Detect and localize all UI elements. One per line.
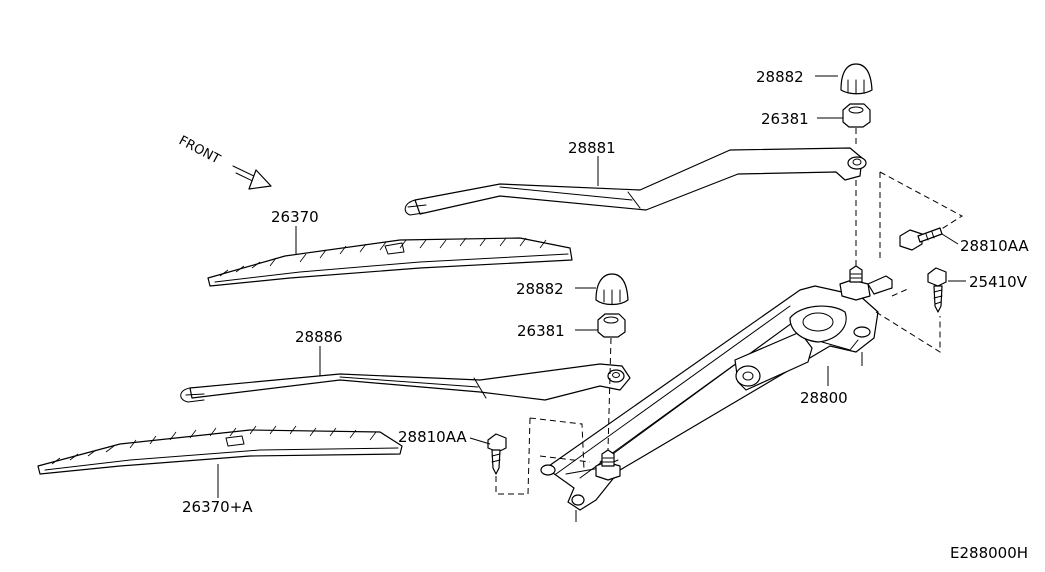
front-direction-indicator: FRONT — [176, 133, 272, 190]
callout-screw: 25410V — [969, 273, 1028, 291]
arm-pivot-upper — [847, 156, 867, 170]
front-label: FRONT — [176, 133, 222, 167]
wiper-arm-upper — [404, 147, 867, 216]
assembly-guide-lines — [495, 128, 963, 495]
part-number-labels: 28882 26381 28881 26370 28810AA 25410V 2… — [182, 68, 1029, 562]
mounting-bolt-upper — [899, 227, 943, 251]
pivot-nut-lower — [597, 313, 626, 338]
diagram-id-code: E288000H — [950, 544, 1028, 562]
wiper-blade-lower — [37, 425, 403, 475]
callout-nut-lower: 26381 — [517, 322, 565, 340]
pivot-shaft-lower — [595, 449, 621, 481]
callout-nut-upper: 26381 — [761, 110, 809, 128]
pivot-cap-lower — [595, 273, 629, 306]
mounting-screw — [927, 267, 947, 313]
callout-leaders — [217, 75, 966, 522]
callout-cap-upper: 28882 — [756, 68, 804, 86]
wiper-linkage-motor-assembly — [540, 285, 879, 511]
mounting-bolt-lower — [487, 433, 507, 475]
front-arrow-icon — [232, 165, 272, 190]
arm-pivot-lower — [607, 369, 625, 383]
pivot-cap-upper — [840, 63, 873, 95]
callout-arm-upper: 28881 — [568, 139, 616, 157]
pivot-nut-upper — [842, 103, 871, 128]
wiper-arm-lower — [180, 363, 631, 403]
wiper-blade-upper — [207, 237, 573, 287]
callout-linkage-motor: 28800 — [800, 389, 848, 407]
callout-arm-lower: 28886 — [295, 328, 343, 346]
wiper-motor — [735, 365, 761, 387]
callout-blade-upper: 26370 — [271, 208, 319, 226]
callout-blade-lower: 26370+A — [182, 498, 253, 516]
callout-bolt-upper: 28810AA — [960, 237, 1029, 255]
callout-bolt-lower: 28810AA — [398, 428, 467, 446]
pivot-shaft-upper — [839, 265, 893, 301]
callout-cap-lower: 28882 — [516, 280, 564, 298]
